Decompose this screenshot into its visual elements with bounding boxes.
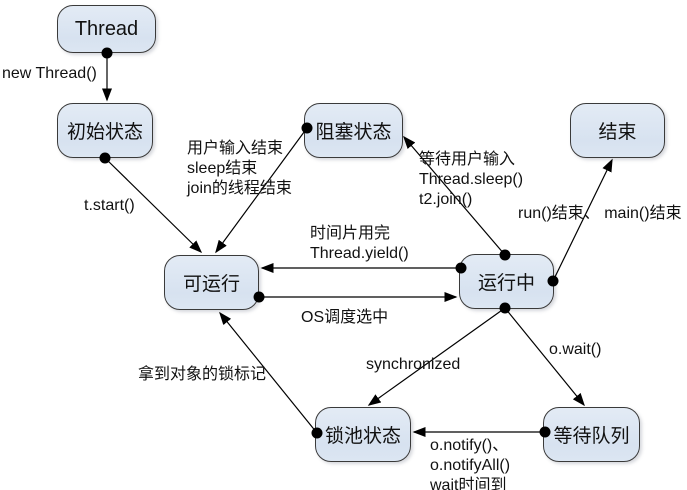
node-label-end-state: 结束 [598,122,637,143]
connector-dot-lock-acquired [311,427,323,439]
node-label-initial-state: 初始状态 [66,122,143,143]
connector-dot-t-start [99,152,111,164]
edge-label-running-to-blocked: 等待用户输入 Thread.sleep() t2.join() [419,151,524,208]
edge-synchronized [367,307,506,406]
edge-label-notify: o.notify()、 o.notifyAll() wait时间到 [430,437,511,490]
edge-label-t-start: t.start() [84,197,135,214]
node-thread: Thread [57,5,156,53]
connector-dot-blocked-finished [301,122,313,134]
connector-dot-running-to-end [547,275,559,287]
node-label-lock-pool: 锁池状态 [324,426,401,447]
edge-running-to-end [552,158,613,282]
edge-label-yield: 时间片用完 Thread.yield() [310,225,409,262]
edge-label-os-select: OS调度选中 [301,309,389,326]
connector-dot-running-to-blocked [499,249,511,261]
connector-dot-notify [539,426,551,438]
node-wait-queue: 等待队列 [543,407,640,462]
edge-label-new-thread: new Thread() [2,65,97,82]
connector-dot-yield [455,262,467,274]
node-label-wait-queue: 等待队列 [553,426,630,447]
edge-label-o-wait: o.wait() [549,341,602,358]
node-runnable: 可运行 [164,255,259,310]
node-label-blocked-state: 阻塞状态 [315,122,392,143]
node-blocked-state: 阻塞状态 [304,103,403,158]
edge-lock-acquired [219,311,318,434]
edge-o-wait [504,307,585,407]
node-label-thread: Thread [74,17,139,40]
edge-label-blocked-finished: 用户输入结束 sleep结束 join的线程结束 [187,140,292,197]
node-lock-pool: 锁池状态 [315,407,411,462]
edge-label-lock-acquired: 拿到对象的锁标记 [138,366,267,383]
node-running: 运行中 [459,254,554,309]
edge-label-synchronized: synchronized [366,356,461,373]
connector-dot-new-thread [101,47,113,59]
node-initial-state: 初始状态 [57,103,153,158]
node-label-running: 运行中 [477,273,535,294]
edge-t-start [104,157,203,254]
node-label-runnable: 可运行 [182,274,240,295]
node-end-state: 结束 [570,103,665,158]
edge-running-to-blocked [403,135,506,256]
edge-label-running-to-end: run()结束、 main()结束 [518,205,682,222]
connector-dot-os-select [253,291,265,303]
edge-blocked-finished [215,127,308,254]
